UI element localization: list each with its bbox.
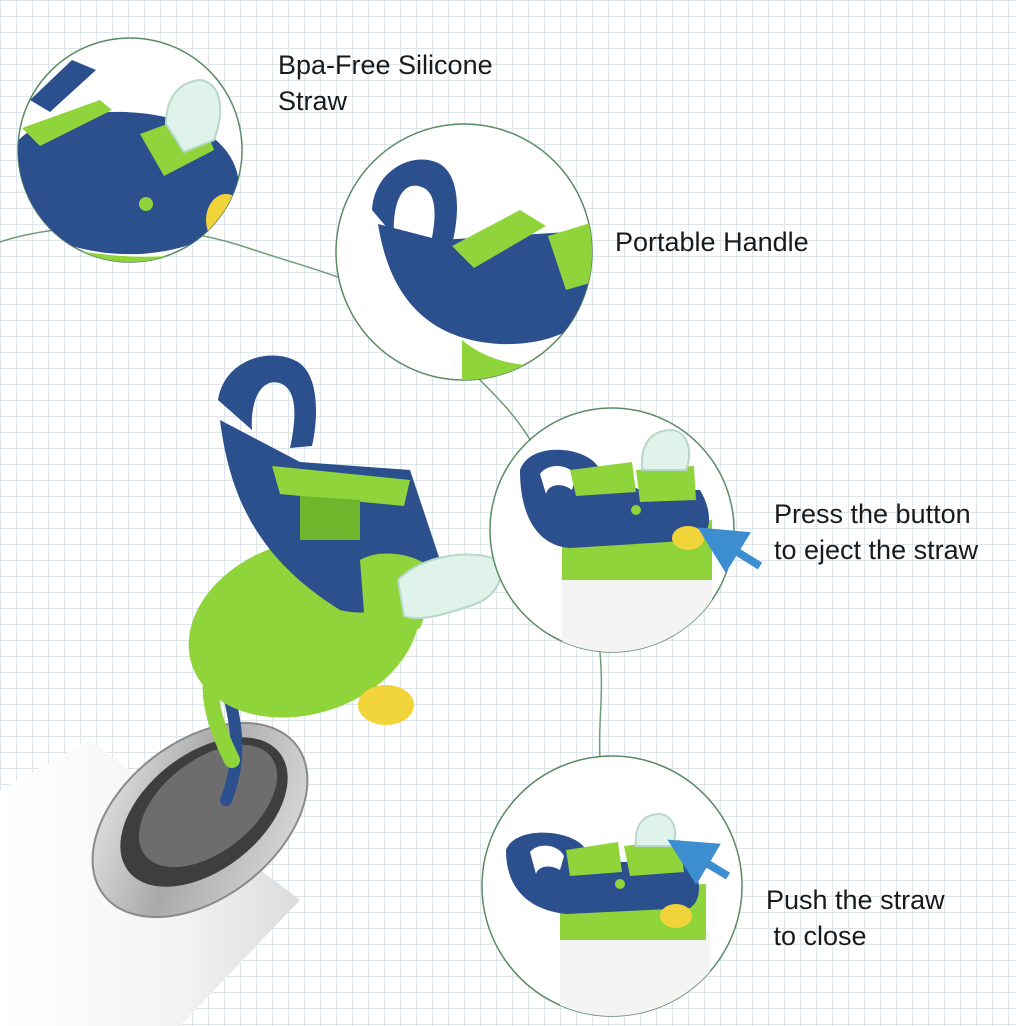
caption-line: Press the button — [774, 499, 971, 529]
caption-line: to eject the straw — [774, 535, 979, 565]
detail-circle-straw — [17, 37, 243, 263]
detail-circle-eject — [489, 407, 763, 653]
caption-line: Push the straw — [766, 885, 945, 915]
caption-line: Straw — [278, 86, 348, 116]
arrow-right-icon — [667, 839, 731, 885]
arrow-right-icon — [697, 527, 763, 574]
caption-portable-handle: Portable Handle — [615, 224, 809, 260]
detail-circle-handle — [335, 123, 593, 381]
caption-close-straw: Push the straw to close — [766, 882, 945, 954]
caption-line: Bpa-Free Silicone — [278, 50, 493, 80]
caption-silicone-straw: Bpa-Free Silicone Straw — [278, 47, 493, 119]
main-bottle — [0, 355, 502, 1026]
caption-line: Portable Handle — [615, 227, 809, 257]
connector-line-handle-eject — [477, 377, 537, 451]
detail-circle-close — [481, 755, 743, 1017]
caption-eject-straw: Press the button to eject the straw — [774, 496, 978, 568]
caption-line: to close — [766, 921, 867, 951]
connector-line-eject-close — [598, 651, 603, 759]
